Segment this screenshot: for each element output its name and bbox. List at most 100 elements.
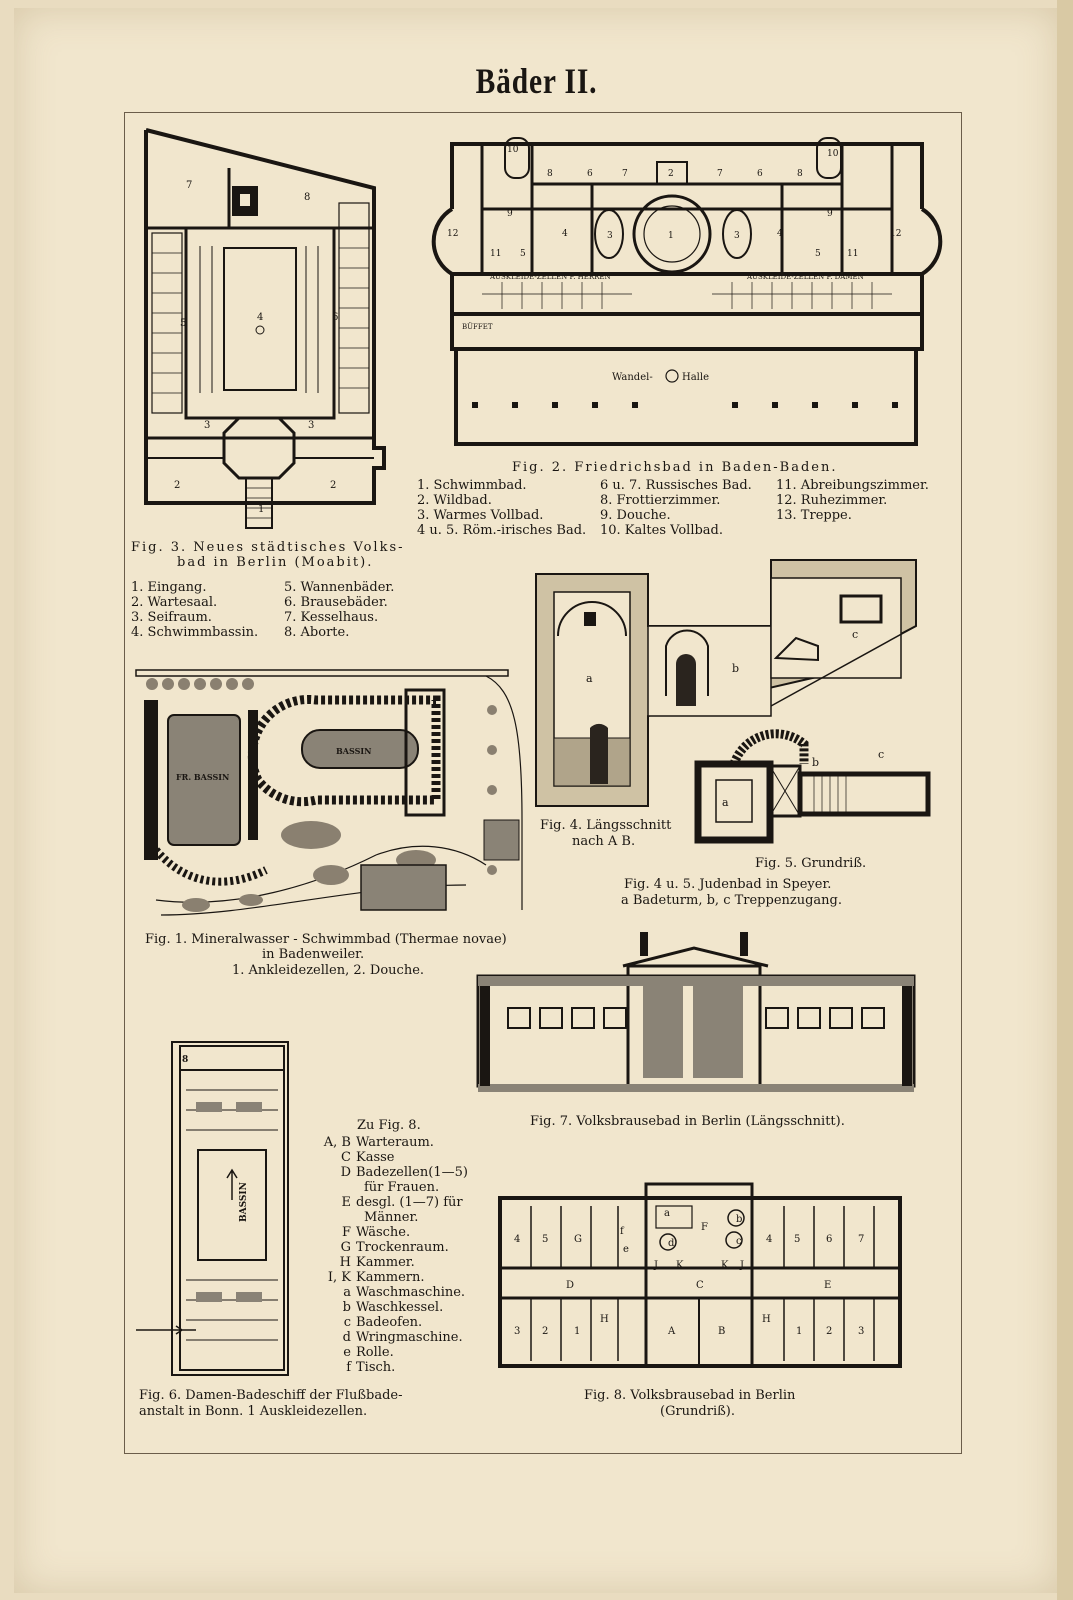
legend-key [317, 1180, 356, 1195]
fig3-room-label: 2 [330, 480, 336, 491]
fig8-room-label: 3 [858, 1326, 864, 1337]
fig3-caption: Fig. 3. Neues städtisches Volks- bad in … [131, 540, 405, 570]
fig8-room-label: 4 [766, 1234, 772, 1245]
fig2-room-label: 9 [827, 209, 833, 219]
fig8-label: b [736, 1214, 742, 1225]
paper-edge [1057, 0, 1073, 1600]
legend-key: G [340, 1240, 351, 1255]
fig6-caption-line2: anstalt in Bonn. 1 Auskleidezellen. [139, 1404, 368, 1419]
fig6-number-label: 8 [182, 1055, 188, 1065]
fig5-floorplan: a b c [694, 729, 931, 844]
fig2-room-label: 12 [890, 229, 901, 239]
fig2-room-label: 9 [507, 209, 513, 219]
legend-text: Rolle. [356, 1345, 394, 1360]
legend-item: 5. Wannenbäder. [284, 580, 395, 595]
fig4-label-c: c [852, 628, 858, 641]
fig4-section: a b c [535, 559, 917, 807]
fig3-legend-col2: 5. Wannenbäder. 6. Brausebäder. 7. Kesse… [284, 580, 394, 640]
fig7-section [476, 932, 916, 1092]
fig8-label: F [701, 1222, 708, 1233]
legend-key: E [341, 1195, 352, 1210]
fig8-label: D [566, 1280, 574, 1291]
fig6-bassin-label: BASSIN [239, 1182, 249, 1222]
fig8-room-label: e [623, 1244, 629, 1255]
legend-key [317, 1210, 356, 1225]
fig8-room-label: 2 [542, 1326, 548, 1337]
legend-key: H [339, 1255, 351, 1270]
legend-key: a [343, 1285, 351, 1300]
fig3-room-label: 4 [257, 312, 263, 323]
fig8-room-label: 5 [794, 1234, 800, 1245]
fig8-label: J [739, 1260, 744, 1271]
fig8-room-label: 1 [796, 1326, 802, 1337]
fig2-damen-label: AUSKLEIDE-ZELLEN F. DAMEN [746, 273, 864, 281]
legend-row: für Frauen. [317, 1180, 468, 1195]
fig8-room-label: 2 [826, 1326, 832, 1337]
fig3-legend-col1: 1. Eingang. 2. Wartesaal. 3. Seifraum. 4… [131, 580, 258, 640]
fig5-label-a: a [722, 796, 729, 809]
fig8-label: d [668, 1238, 675, 1249]
legend-text: Waschmaschine. [356, 1285, 466, 1300]
legend-text: Waschkessel. [356, 1300, 444, 1315]
legend-key: D [340, 1165, 351, 1180]
legend-item: 6 u. 7. Russisches Bad. [600, 478, 752, 493]
fig2-floorplan: AUSKLEIDE-ZELLEN F. HERREN AUSKLEIDE-ZEL… [431, 137, 943, 446]
fig1-siteplan: BASSIN FR. BASSIN [135, 669, 523, 916]
legend-item: 2. Wildbad. [417, 493, 492, 508]
fig2-legend-col1: 1. Schwimmbad. 2. Wildbad. 3. Warmes Vol… [417, 478, 586, 538]
legend-item: 9. Douche. [600, 508, 671, 523]
fig8-label: a [664, 1208, 670, 1219]
fig6-floorplan: BASSIN 8 [136, 1041, 289, 1376]
legend-row: G Trockenraum. [317, 1240, 468, 1255]
fig6-caption-line1: Fig. 6. Damen-Badeschiff der Flußbade- [139, 1388, 403, 1403]
fig8-room-label: G [574, 1234, 582, 1245]
fig1-caption-line2: in Badenweiler. [262, 947, 365, 962]
fig2-room-label: 1 [668, 231, 674, 241]
legend-text: Warteraum. [356, 1135, 434, 1150]
legend-key: d [342, 1330, 351, 1345]
legend-text: Wäsche. [356, 1225, 411, 1240]
legend-item: 11. Abreibungszimmer. [776, 478, 929, 493]
fig8-label: c [736, 1236, 742, 1247]
page-title: Bäder II. [475, 61, 598, 101]
fig8-label: C [696, 1280, 704, 1291]
fig5-caption: Fig. 5. Grundriß. [755, 856, 867, 871]
legend-item: 3. Warmes Vollbad. [417, 508, 544, 523]
fig8-room-label: 4 [514, 1234, 520, 1245]
fig3-room-label: 3 [204, 420, 210, 431]
legend-text: Männer. [364, 1210, 419, 1225]
fig4-label-b: b [732, 662, 739, 675]
fig2-room-label: 3 [607, 231, 613, 241]
legend-text: Kammer. [356, 1255, 415, 1270]
fig5-label-c: c [878, 748, 884, 761]
legend-text: Trockenraum. [356, 1240, 449, 1255]
fig8-room-label: B [718, 1326, 725, 1337]
fig1-bassin-label: BASSIN [336, 746, 371, 756]
legend-row: Männer. [317, 1210, 468, 1225]
legend-item: 3. Seifraum. [131, 610, 212, 625]
fig2-room-label: 3 [734, 231, 740, 241]
fig2-room-label: 5 [520, 249, 526, 259]
fig1-caption-line3: 1. Ankleidezellen, 2. Douche. [232, 963, 425, 978]
legend-text: Kammern. [356, 1270, 425, 1285]
legend-key: c [343, 1315, 351, 1330]
legend-item: 4. Schwimmbassin. [131, 625, 259, 640]
legend-key: A, B [323, 1135, 351, 1150]
fig8-room-label: 5 [542, 1234, 548, 1245]
fig2-room-label: 10 [827, 149, 839, 159]
legend-item: 10. Kaltes Vollbad. [600, 523, 724, 538]
fig8-label: K [676, 1260, 684, 1271]
legend-item: 2. Wartesaal. [131, 595, 218, 610]
fig8-room-label: H [762, 1314, 771, 1325]
legend-text: Tisch. [356, 1360, 396, 1375]
fig8-caption-line1: Fig. 8. Volksbrausebad in Berlin [584, 1388, 796, 1403]
fig3-room-label: 1 [258, 504, 264, 515]
